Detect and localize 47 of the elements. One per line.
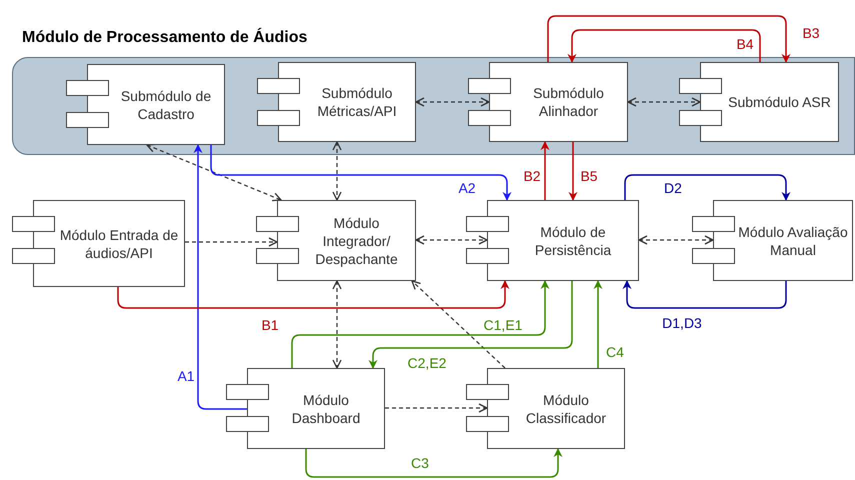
connector-arrow [568, 29, 761, 63]
component-label: Submódulo de Cadastro [120, 86, 212, 122]
edge-label: D2 [663, 180, 683, 196]
edge-label: B4 [735, 36, 755, 52]
connector-arrow [415, 97, 490, 107]
component-label: Módulo Entrada de áudios/API [58, 226, 180, 262]
connector-arrow [305, 448, 562, 478]
connector-arrow [146, 144, 282, 202]
edge-label: C2,E2 [406, 355, 448, 371]
connector-arrow [385, 403, 488, 413]
component-label: Submódulo Métricas/API [316, 84, 398, 120]
connector-arrow [594, 280, 602, 368]
edge-label: A2 [457, 180, 477, 196]
component-label: Submódulo Alinhador [532, 84, 605, 120]
component-label: Módulo Classificador [524, 390, 608, 426]
connector-arrow [117, 280, 510, 309]
connector-arrow [547, 15, 790, 63]
connector-arrow [332, 141, 342, 201]
edge-label: A1 [176, 368, 196, 384]
connector-arrow [185, 237, 278, 247]
connector-arrow [624, 174, 790, 201]
connector-arrow [622, 280, 787, 309]
edge-label: C1,E1 [482, 317, 524, 333]
connector-arrow [540, 141, 550, 200]
component-label: Módulo Dashboard [290, 390, 362, 426]
edge-label: B1 [260, 317, 280, 333]
edge-label: C4 [605, 344, 625, 360]
connector-arrow [411, 280, 506, 368]
connector-arrow [210, 145, 512, 201]
connector-arrow [332, 280, 342, 369]
connector-arrow [415, 235, 488, 245]
connector-arrow [568, 142, 578, 201]
connector-arrow [627, 97, 701, 107]
connector-arrow [291, 280, 550, 368]
edge-label: D1,D3 [661, 315, 703, 331]
connector-arrow [638, 235, 714, 245]
edge-label: C3 [410, 455, 430, 471]
edge-label: B2 [522, 168, 542, 184]
component-label: Módulo Integrador/ Despachante [314, 214, 399, 268]
component-label: Submódulo ASR [728, 93, 831, 111]
component-label: Módulo de Persistência [534, 222, 612, 258]
connector-arrow [194, 144, 247, 410]
edge-label: B5 [579, 168, 599, 184]
group-title: Módulo de Processamento de Áudios [22, 26, 308, 48]
component-label: Módulo Avaliação Manual [738, 222, 848, 258]
connector-arrow [368, 281, 573, 369]
edge-label: B3 [801, 25, 821, 41]
